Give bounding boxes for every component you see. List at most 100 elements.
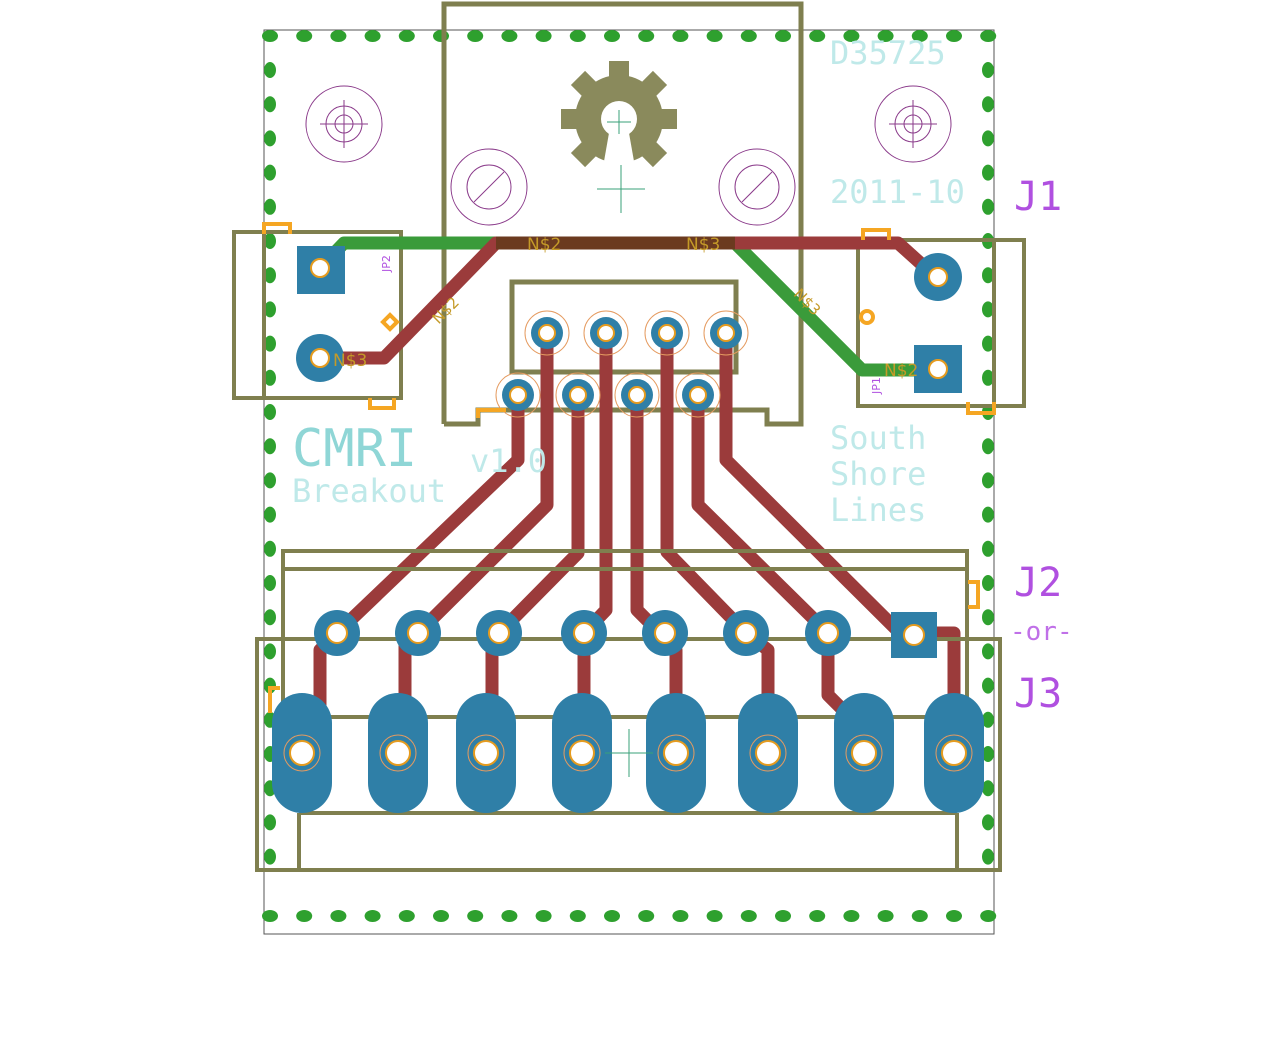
via: [264, 267, 276, 284]
via: [982, 780, 994, 797]
via: [982, 506, 994, 523]
credit-line-2: Shore: [830, 455, 926, 493]
via: [604, 30, 620, 42]
j3-pads: [272, 693, 984, 813]
jp1-outline: [856, 238, 1026, 408]
via: [982, 198, 994, 215]
via: [843, 910, 860, 922]
j3-pad-ring: [845, 734, 883, 772]
via: [982, 130, 994, 147]
via: [364, 30, 381, 42]
j3-outline: [255, 637, 1002, 872]
via: [982, 677, 994, 694]
via: [982, 335, 994, 352]
via: [775, 30, 791, 42]
via: [264, 198, 276, 215]
via: [535, 910, 552, 922]
via: [262, 910, 278, 922]
rj45-pad-hole: [597, 324, 615, 342]
j2-pad-hole: [654, 622, 676, 644]
rj45-pad-hole: [628, 386, 646, 404]
board-subtitle: Breakout: [292, 472, 446, 510]
via: [638, 910, 655, 922]
gear-logo: [561, 61, 677, 168]
via: [330, 910, 347, 922]
via: [296, 30, 313, 42]
via: [982, 472, 994, 489]
orange-markers: [262, 222, 996, 713]
credit-line-3: Lines: [830, 491, 926, 529]
via: [877, 30, 894, 42]
via: [809, 910, 826, 922]
via: [672, 910, 689, 922]
via: [775, 910, 791, 922]
rj45-pads: [495, 310, 749, 418]
via: [982, 301, 994, 318]
j2-pad-hole: [573, 622, 595, 644]
via: [982, 609, 994, 626]
credit-line-1: South: [830, 419, 926, 457]
via: [535, 30, 552, 42]
via: [706, 30, 723, 42]
j2-outline: [281, 549, 969, 719]
via: [843, 30, 860, 42]
board-version: v1.0: [470, 442, 547, 480]
j3-pad-hole: [385, 740, 411, 766]
center-crosshair: [597, 165, 645, 213]
via: [467, 910, 484, 922]
rj45-pad-hole: [569, 386, 587, 404]
mounting-hole-right: [874, 85, 952, 163]
via: [911, 30, 928, 42]
via: [982, 540, 994, 557]
rj45-pad-ring: [583, 310, 629, 356]
j2-pad-hole: [407, 622, 429, 644]
via: [364, 910, 381, 922]
via: [946, 910, 962, 922]
via: [877, 910, 894, 922]
rj45-pad-ring: [675, 372, 721, 418]
via: [982, 848, 994, 865]
j3-pad-hole: [851, 740, 877, 766]
via: [982, 643, 994, 660]
net-label-n3-diag: N$3: [790, 285, 824, 319]
j3-pad-hole: [569, 740, 595, 766]
via: [262, 30, 278, 42]
via: [398, 30, 415, 42]
via-stitch-border: [262, 30, 997, 922]
board-title: CMRI: [292, 419, 417, 479]
jp2-pads: [296, 246, 345, 382]
via: [264, 301, 276, 318]
via: [982, 746, 994, 762]
rj45-hole-right: [718, 148, 796, 226]
net-label-n3-top: N$3: [686, 235, 720, 255]
via: [982, 62, 994, 78]
j3-pad-hole: [473, 740, 499, 766]
rj45-pad-ring: [614, 372, 660, 418]
net-label-n2-right: N$2: [884, 361, 918, 381]
via: [980, 30, 997, 42]
via: [638, 30, 655, 42]
via: [911, 910, 928, 922]
via: [501, 30, 518, 42]
via: [264, 404, 276, 420]
net-label-n3-left: N$3: [333, 351, 367, 371]
ref-j3: J3: [1014, 671, 1062, 717]
rj45-pad-ring: [644, 310, 690, 356]
via: [264, 164, 276, 181]
jp2-outline: [232, 230, 403, 400]
rj45-pad-hole: [717, 324, 735, 342]
j2-pad-hole: [903, 624, 925, 646]
via: [264, 369, 276, 386]
date-code: 2011-10: [830, 173, 965, 211]
j2-pad-hole: [735, 622, 757, 644]
via: [264, 609, 276, 626]
via: [982, 369, 994, 386]
via: [433, 30, 449, 42]
rj45-hole-left: [450, 148, 528, 226]
j3-crosshair: [605, 729, 653, 777]
via: [264, 848, 276, 865]
via: [296, 910, 313, 922]
j3-pad-ring: [283, 734, 321, 772]
j3-pad-hole: [941, 740, 967, 766]
j3-pad-hole: [289, 740, 315, 766]
